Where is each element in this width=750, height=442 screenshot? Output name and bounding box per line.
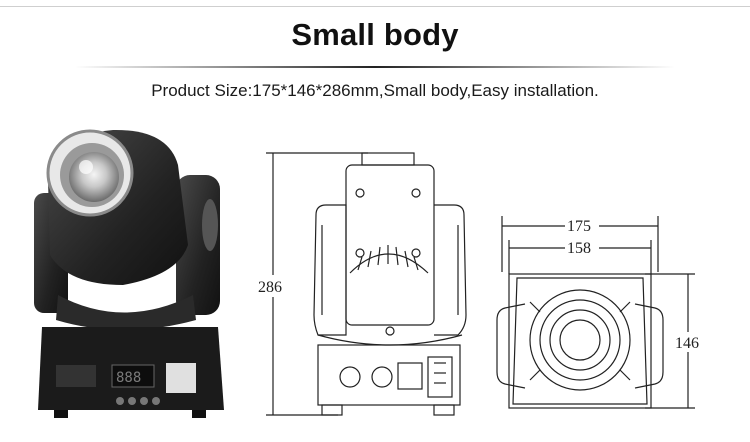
front-base bbox=[317, 344, 461, 406]
front-view-drawing: 286 bbox=[258, 152, 467, 416]
top-body bbox=[508, 273, 652, 409]
title-underline-right bbox=[375, 66, 675, 68]
front-arm-right bbox=[434, 204, 467, 336]
top-divider bbox=[0, 6, 750, 7]
depth-dim-label: 146 bbox=[675, 335, 699, 352]
top-pod-right bbox=[634, 303, 664, 389]
led-display bbox=[111, 364, 155, 388]
svg-text:888: 888 bbox=[116, 370, 141, 386]
height-dim-label: 286 bbox=[258, 279, 282, 296]
outer-width-dim-label: 175 bbox=[567, 218, 591, 235]
top-lens bbox=[529, 289, 631, 391]
lens bbox=[69, 152, 119, 202]
product-photo: 888 bbox=[34, 129, 224, 418]
top-pod-left bbox=[496, 303, 526, 389]
inner-width-dim-label: 158 bbox=[567, 240, 591, 257]
title-underline-left bbox=[75, 66, 375, 68]
product-size-text: Product Size:175*146*286mm,Small body,Ea… bbox=[151, 81, 599, 100]
top-view-drawing: 175 158 146 bbox=[496, 216, 705, 409]
page-title: Small body bbox=[291, 17, 459, 52]
front-arm-left bbox=[313, 204, 347, 336]
